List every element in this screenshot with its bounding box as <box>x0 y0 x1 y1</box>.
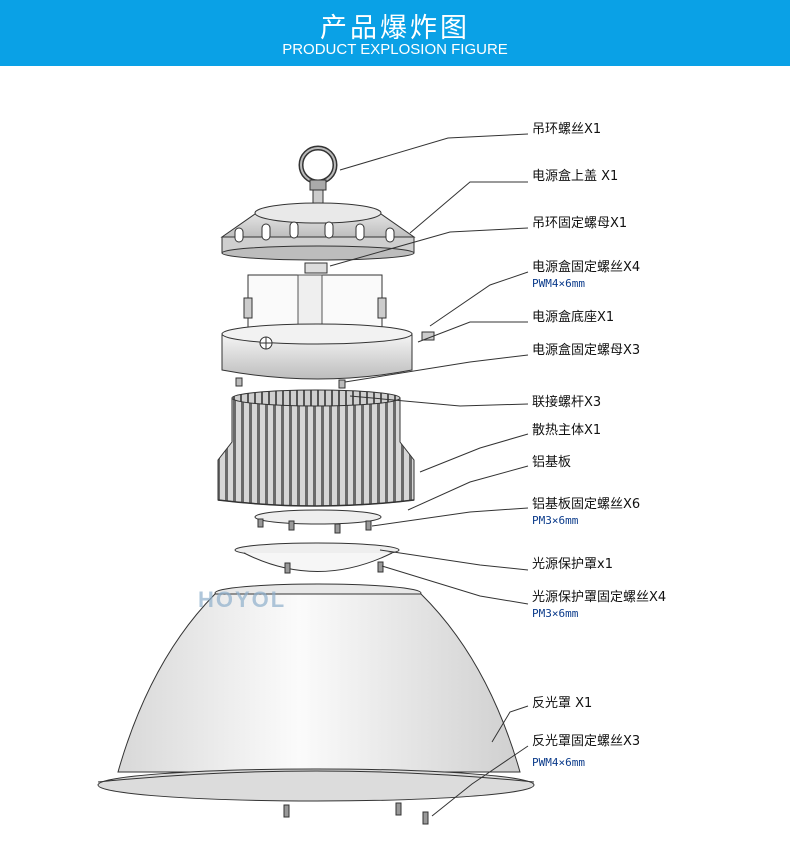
label-driver-box-top-cover: 电源盒上盖 X1 <box>532 169 619 184</box>
label-connecting-rod: 联接螺杆X3 <box>532 395 602 410</box>
label-aluminum-board: 铝基板 <box>532 455 572 470</box>
label-driver-box-base: 电源盒底座X1 <box>532 310 615 325</box>
label-driver-box-fixing-nut: 电源盒固定螺母X3 <box>532 343 641 358</box>
label-reflector: 反光罩 X1 <box>532 696 593 711</box>
ring-nut-part <box>304 262 328 274</box>
aluminum-board-part <box>254 509 382 534</box>
label-light-cover: 光源保护罩x1 <box>532 557 613 572</box>
light-cover-part <box>234 542 400 574</box>
brand-watermark: HOYOL <box>198 587 287 612</box>
spec-aluminum-board-screw: PM3×6mm <box>532 514 579 527</box>
spec-light-cover-screw: PM3×6mm <box>532 607 579 620</box>
spec-driver-box-fixing-screw: PWM4×6mm <box>532 277 585 290</box>
reflector-part <box>97 583 535 825</box>
heatsink-part <box>217 389 415 507</box>
label-aluminum-board-screw: 铝基板固定螺丝X6 <box>532 497 641 512</box>
label-reflector-screw: 反光罩固定螺丝X3 <box>532 734 641 749</box>
spec-reflector-screw: PWM4×6mm <box>532 756 585 769</box>
driver-box-base-part <box>221 323 413 389</box>
label-driver-box-fixing-screw: 电源盒固定螺丝X4 <box>532 260 641 275</box>
label-lifting-ring-screw: 吊环螺丝X1 <box>532 122 602 137</box>
lifting-ring-part <box>298 145 338 213</box>
page-subtitle: PRODUCT EXPLOSION FIGURE <box>282 41 508 58</box>
label-ring-fixing-nut: 吊环固定螺母X1 <box>532 216 628 231</box>
top-cover-part <box>220 202 416 261</box>
header-banner: 产品爆炸图 PRODUCT EXPLOSION FIGURE <box>0 0 790 66</box>
page-title: 产品爆炸图 <box>320 13 470 44</box>
driver-box-part <box>243 274 435 341</box>
label-heatsink-body: 散热主体X1 <box>532 423 602 438</box>
label-light-cover-screw: 光源保护罩固定螺丝X4 <box>532 590 667 605</box>
leader-lines <box>329 133 529 817</box>
